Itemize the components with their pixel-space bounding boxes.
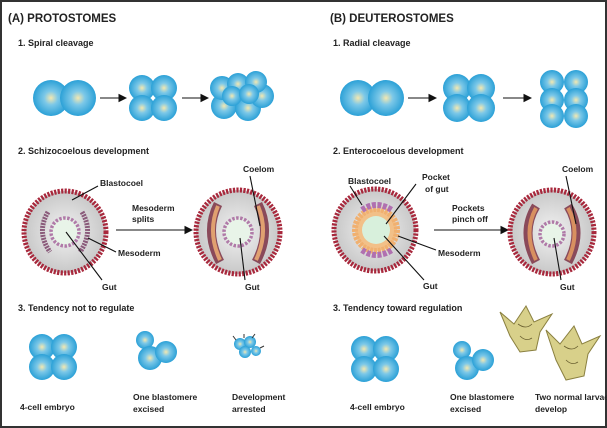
label-mesoderm-splits-2: splits bbox=[132, 214, 154, 224]
spiral-8-cell bbox=[210, 71, 274, 121]
radial-4-cell bbox=[443, 74, 495, 122]
schizocoelous-embryo-after bbox=[193, 187, 283, 277]
panel-b-step2: 2. Enterocoelous development bbox=[333, 146, 464, 156]
label-pockets-pinch-off-2: pinch off bbox=[452, 214, 488, 224]
label-4-cell-embryo: 4-cell embryo bbox=[350, 402, 405, 412]
larva-icon bbox=[499, 305, 554, 353]
label-one-blastomere-excised-2: excised bbox=[133, 404, 164, 414]
panel-a-step2: 2. Schizocoelous development bbox=[18, 146, 149, 156]
label-two-normal-larvae: Two normal larvae bbox=[535, 392, 607, 402]
larva-icon bbox=[545, 325, 602, 381]
label-one-blastomere-excised-2: excised bbox=[450, 404, 481, 414]
enterocoelous-embryo-before bbox=[331, 186, 419, 274]
label-blastocoel: Blastocoel bbox=[348, 176, 391, 186]
label-development-arrested-2: arrested bbox=[232, 404, 266, 414]
label-mesoderm: Mesoderm bbox=[438, 248, 481, 258]
b-4-cell-embryo bbox=[351, 336, 399, 382]
panel-a-title: (A) PROTOSTOMES bbox=[8, 13, 117, 25]
panel-b-step3: 3. Tendency toward regulation bbox=[333, 303, 462, 313]
label-one-blastomere-excised: One blastomere bbox=[450, 392, 515, 402]
radial-8-cell bbox=[540, 70, 588, 128]
label-coelom: Coelom bbox=[562, 164, 594, 174]
label-coelom: Coelom bbox=[243, 164, 275, 174]
enterocoelous-embryo-after bbox=[507, 187, 597, 277]
radial-2-cell bbox=[340, 80, 404, 116]
label-development-arrested: Development bbox=[232, 392, 286, 402]
label-mesoderm: Mesoderm bbox=[118, 248, 161, 258]
label-pocket-of-gut: Pocket bbox=[422, 172, 450, 182]
panel-b-title: (B) DEUTEROSTOMES bbox=[330, 13, 454, 25]
b-one-blastomere-excised bbox=[453, 341, 494, 380]
panel-a-step3: 3. Tendency not to regulate bbox=[18, 303, 134, 313]
a-4-cell-embryo bbox=[29, 334, 77, 380]
label-gut: Gut bbox=[245, 282, 260, 292]
label-two-normal-larvae-2: develop bbox=[535, 404, 567, 414]
label-mesoderm-splits: Mesoderm bbox=[132, 203, 175, 213]
label-gut: Gut bbox=[102, 282, 117, 292]
label-4-cell-embryo: 4-cell embryo bbox=[20, 402, 75, 412]
spiral-2-cell bbox=[33, 80, 96, 116]
panel-a-step1: 1. Spiral cleavage bbox=[18, 38, 94, 48]
schizocoelous-embryo-before bbox=[21, 188, 109, 276]
a-arrested-embryo bbox=[232, 333, 265, 358]
label-pocket-of-gut-2: of gut bbox=[425, 184, 449, 194]
label-gut: Gut bbox=[423, 281, 438, 291]
a-one-blastomere-excised bbox=[136, 331, 177, 370]
label-blastocoel: Blastocoel bbox=[100, 178, 143, 188]
label-one-blastomere-excised: One blastomere bbox=[133, 392, 198, 402]
label-gut: Gut bbox=[560, 282, 575, 292]
panel-b-step1: 1. Radial cleavage bbox=[333, 38, 411, 48]
label-pockets-pinch-off: Pockets bbox=[452, 203, 485, 213]
spiral-4-cell bbox=[129, 75, 177, 121]
